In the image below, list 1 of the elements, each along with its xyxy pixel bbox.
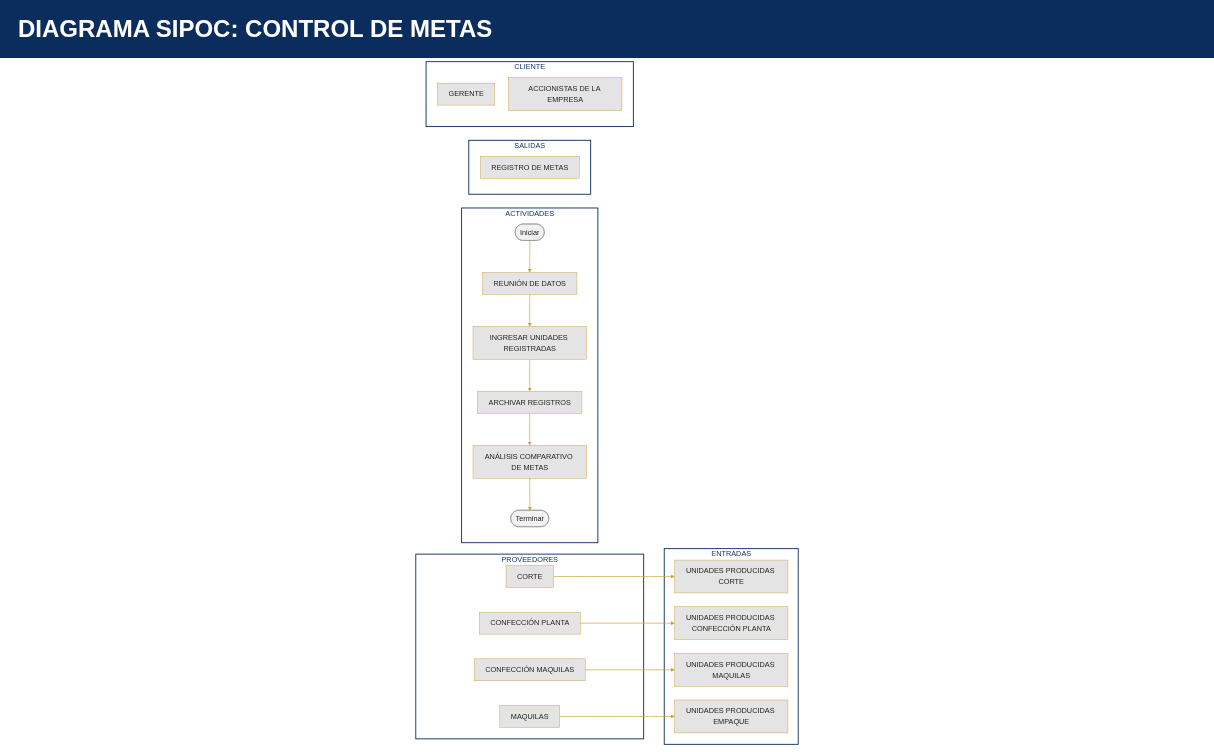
diagram-title: DIAGRAMA SIPOC: CONTROL DE METAS: [0, 0, 1214, 58]
